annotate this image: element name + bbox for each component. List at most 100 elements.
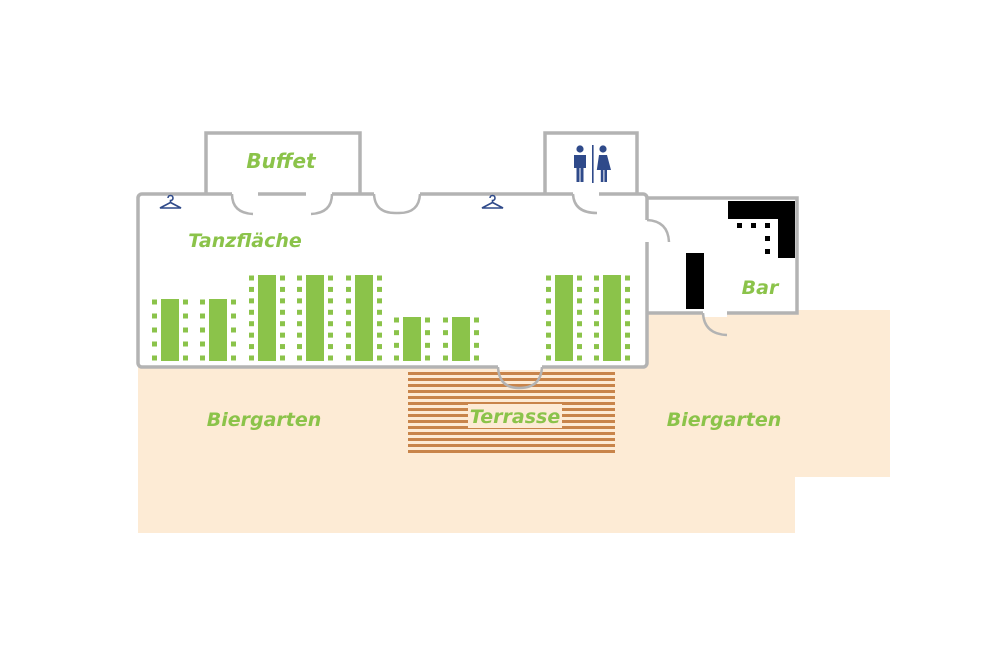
chair xyxy=(546,275,551,281)
table xyxy=(452,317,470,361)
bar-stool xyxy=(737,223,742,228)
chair xyxy=(594,275,599,281)
chair xyxy=(577,275,582,281)
table-group xyxy=(394,317,430,361)
terrace-plank xyxy=(408,384,615,387)
chair xyxy=(346,286,351,292)
table-group xyxy=(346,275,382,361)
door-gap xyxy=(374,190,420,198)
door-swing xyxy=(230,193,254,216)
tables xyxy=(152,275,630,361)
chair xyxy=(346,321,351,327)
door-gap xyxy=(498,362,542,370)
terrace-plank xyxy=(408,450,615,453)
chair xyxy=(280,321,285,327)
chair xyxy=(249,344,254,350)
chair xyxy=(346,355,351,361)
chair xyxy=(183,327,188,333)
chair xyxy=(297,332,302,338)
table xyxy=(403,317,421,361)
chair xyxy=(577,309,582,315)
chair xyxy=(328,309,333,315)
bar-shelf xyxy=(686,253,704,309)
terrace-plank xyxy=(408,396,615,399)
door-swing xyxy=(372,193,398,215)
chair xyxy=(249,355,254,361)
chair xyxy=(328,298,333,304)
chair xyxy=(377,309,382,315)
chair xyxy=(377,344,382,350)
chair xyxy=(280,298,285,304)
chair xyxy=(394,342,399,348)
chair xyxy=(152,299,157,305)
chair xyxy=(328,332,333,338)
chair xyxy=(425,330,430,336)
chair xyxy=(346,309,351,315)
chair xyxy=(200,327,205,333)
chair xyxy=(594,286,599,292)
bar-stool xyxy=(765,236,770,241)
chair xyxy=(297,321,302,327)
chair xyxy=(394,355,399,361)
chair xyxy=(231,341,236,347)
door-swing xyxy=(310,193,334,216)
chair xyxy=(625,286,630,292)
table xyxy=(161,299,179,361)
chair xyxy=(328,321,333,327)
door-gap xyxy=(232,190,258,200)
door-swing xyxy=(571,193,598,215)
chair xyxy=(546,309,551,315)
buffet-label: Buffet xyxy=(246,149,317,173)
chair xyxy=(594,298,599,304)
coat-hanger-icon xyxy=(159,194,182,209)
chair xyxy=(377,321,382,327)
chair xyxy=(625,321,630,327)
restroom xyxy=(543,131,639,198)
chair xyxy=(152,355,157,361)
chair xyxy=(594,332,599,338)
chair xyxy=(377,286,382,292)
chair xyxy=(377,332,382,338)
terrace-plank xyxy=(408,390,615,393)
chair xyxy=(377,275,382,281)
chair xyxy=(577,321,582,327)
chair xyxy=(297,355,302,361)
chair xyxy=(200,355,205,361)
chair xyxy=(152,341,157,347)
chair xyxy=(231,327,236,333)
table xyxy=(355,275,373,361)
chair xyxy=(443,317,448,323)
chair xyxy=(474,355,479,361)
chair xyxy=(249,321,254,327)
chair xyxy=(200,341,205,347)
terrace-plank xyxy=(408,432,615,435)
terrace-label-bg xyxy=(468,404,562,428)
chair xyxy=(297,275,302,281)
chair xyxy=(249,309,254,315)
table xyxy=(306,275,324,361)
chair xyxy=(249,286,254,292)
buffet-room xyxy=(204,131,362,201)
chair xyxy=(594,344,599,350)
chair xyxy=(425,355,430,361)
door-gap xyxy=(306,190,332,200)
terrace-label: Terrasse xyxy=(470,406,561,428)
table xyxy=(603,275,621,361)
chair xyxy=(280,344,285,350)
door-swing xyxy=(396,193,422,215)
chair xyxy=(625,355,630,361)
chair xyxy=(346,298,351,304)
chair xyxy=(443,342,448,348)
chair xyxy=(231,313,236,319)
chair xyxy=(594,309,599,315)
table-group xyxy=(249,275,285,361)
chair xyxy=(625,344,630,350)
terrace-plank xyxy=(408,372,615,375)
door-gap xyxy=(703,309,727,317)
chair xyxy=(546,286,551,292)
chair xyxy=(377,298,382,304)
door-gap xyxy=(573,190,599,199)
chair xyxy=(577,286,582,292)
chair xyxy=(474,342,479,348)
bar-counter-l xyxy=(728,201,795,258)
